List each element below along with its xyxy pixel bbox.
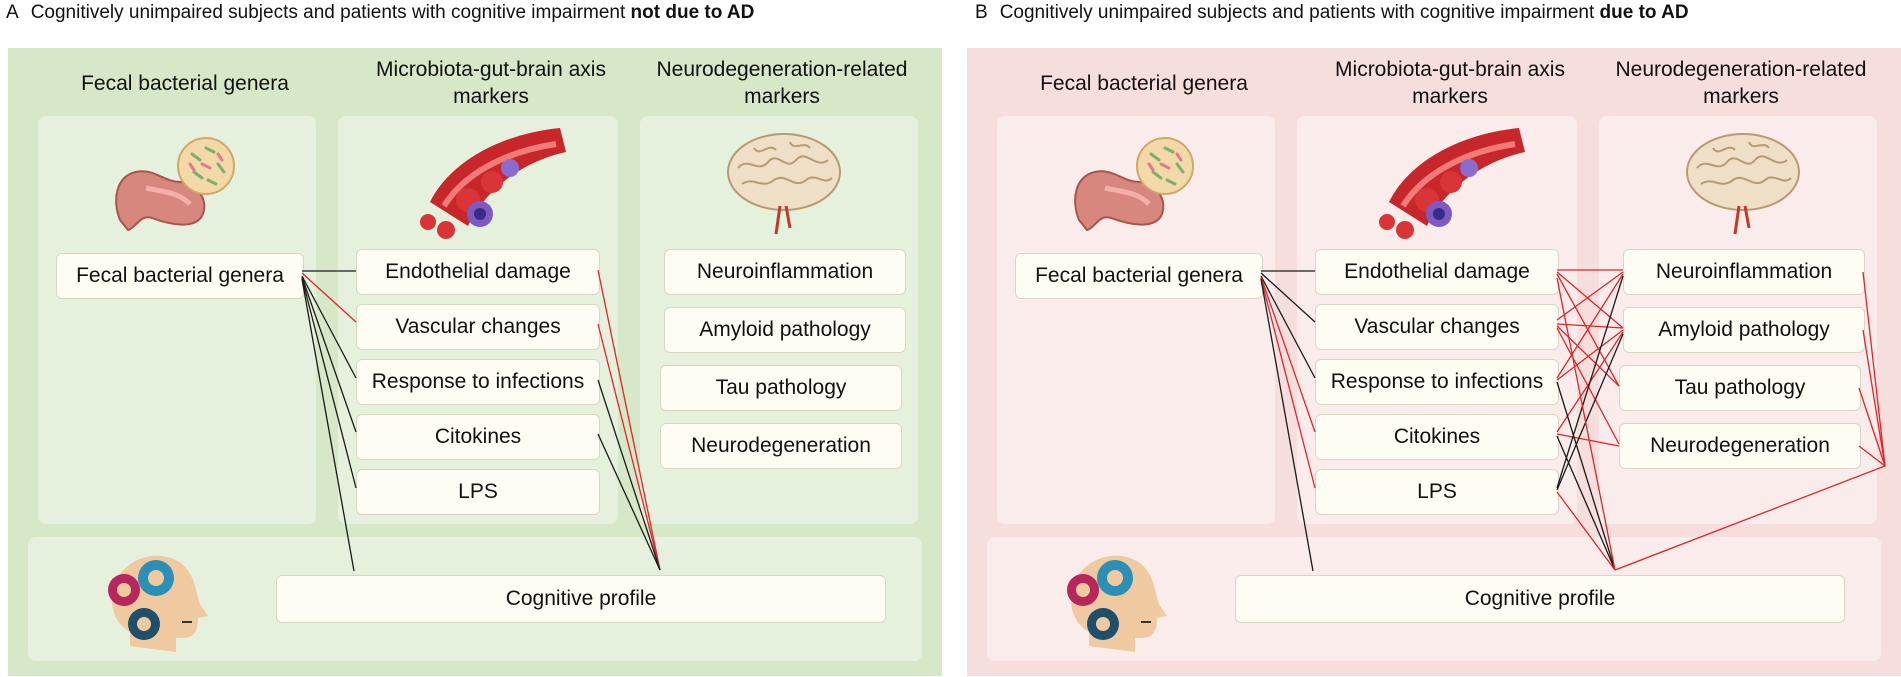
link-fecal-response [301, 275, 357, 379]
panel-b-header: B Cognitively unimpaired subjects and pat… [975, 0, 1689, 30]
link-fecal-lps [301, 277, 357, 489]
panel-a: Fecal bacterial genera Microbiota-gut-br… [8, 48, 942, 676]
link-lps-amyloid [1556, 333, 1624, 491]
tau-pathology-node: Tau pathology [660, 365, 902, 411]
head-gears-icon [1067, 555, 1167, 652]
link-fecal-lps [1260, 277, 1316, 489]
link-tau-hub [1858, 387, 1886, 467]
link-vascular-neuroinflammation [1556, 271, 1624, 321]
brain-icon [1686, 133, 1800, 235]
link-vascular-cognitive [597, 323, 661, 571]
neurodegeneration-node: Neurodegeneration [1619, 423, 1861, 469]
intestine-icon [115, 137, 235, 232]
endothelial-damage-node: Endothelial damage [1315, 249, 1559, 295]
link-endothelial-amyloid [1556, 271, 1624, 329]
link-neurodegeneration-hub [1858, 445, 1886, 467]
link-fecal-response [1260, 275, 1316, 379]
panel-a-letter: A [6, 2, 19, 23]
citokines-node: Citokines [356, 414, 600, 460]
response-to-infections-node: Response to infections [1315, 359, 1559, 405]
link-lps-cognitive [1556, 491, 1616, 571]
intestine-icon [1074, 137, 1194, 232]
link-response-neuroinflammation [1556, 273, 1624, 379]
response-to-infections-node: Response to infections [356, 359, 600, 405]
fecal-genera-node: Fecal bacterial genera [1015, 253, 1263, 299]
vascular-changes-node: Vascular changes [356, 304, 600, 350]
link-response-cognitive [1556, 381, 1616, 571]
head-gears-icon [108, 555, 208, 652]
endothelial-damage-node: Endothelial damage [356, 249, 600, 295]
panel-a-links [301, 269, 661, 572]
link-endothelial-cognitive [597, 269, 661, 571]
col-title-fecal: Fecal bacterial genera [81, 72, 289, 95]
blood-vessel-icon [420, 128, 566, 239]
link-fecal-vascular [1260, 272, 1316, 323]
col-title-fecal: Fecal bacterial genera [1040, 72, 1248, 95]
link-fecal-vascular [301, 272, 357, 323]
citokines-node: Citokines [1315, 414, 1559, 460]
link-citokines-cognitive [1556, 435, 1616, 571]
panel-b: Fecal bacterial genera Microbiota-gut-br… [967, 48, 1901, 676]
panel-b-header-text: Cognitively unimpaired subjects and pati… [999, 2, 1600, 23]
link-fecal-cognitive [301, 278, 355, 572]
col-title-gut-brain: Microbiota-gut-brain axis markers [1335, 58, 1565, 108]
neurodegeneration-node: Neurodegeneration [660, 423, 902, 469]
link-neuroinflammation-cognitive [1614, 271, 1886, 571]
link-lps-neuroinflammation [1556, 275, 1624, 489]
brain-icon [727, 133, 841, 235]
cognitive-profile-node: Cognitive profile [1235, 575, 1845, 623]
vascular-changes-node: Vascular changes [1315, 304, 1559, 350]
blood-vessel-icon [1379, 128, 1525, 239]
lps-node: LPS [1315, 469, 1559, 515]
cognitive-profile-node: Cognitive profile [276, 575, 886, 623]
panel-a-header-text: Cognitively unimpaired subjects and pati… [30, 2, 631, 23]
lps-node: LPS [356, 469, 600, 515]
col-title-gut-brain: Microbiota-gut-brain axis markers [376, 58, 606, 108]
col-title-neuro: Neurodegeneration-related markers [656, 58, 908, 108]
panel-a-header-bold: not due to AD [630, 2, 755, 23]
amyloid-pathology-node: Amyloid pathology [1623, 307, 1865, 353]
link-response-cognitive [597, 379, 661, 571]
link-fecal-citokines [301, 276, 357, 433]
link-response-amyloid [1556, 329, 1624, 381]
tau-pathology-node: Tau pathology [1619, 365, 1861, 411]
panel-b-header-bold: due to AD [1599, 2, 1689, 23]
link-citokines-cognitive [597, 433, 661, 571]
neuroinflammation-node: Neuroinflammation [1623, 249, 1865, 295]
neuroinflammation-node: Neuroinflammation [664, 249, 906, 295]
link-amyloid-hub [1862, 329, 1886, 467]
col-title-neuro: Neurodegeneration-related markers [1615, 58, 1867, 108]
fecal-genera-node: Fecal bacterial genera [56, 253, 304, 299]
link-fecal-citokines [1260, 276, 1316, 433]
panel-a-header: A Cognitively unimpaired subjects and pat… [6, 0, 754, 30]
link-endothelial-cognitive [1556, 277, 1616, 571]
panel-b-letter: B [975, 2, 988, 23]
link-fecal-cognitive [1260, 278, 1314, 572]
panel-b-links [1260, 269, 1886, 572]
link-citokines-neurodegeneration [1556, 433, 1620, 447]
amyloid-pathology-node: Amyloid pathology [664, 307, 906, 353]
